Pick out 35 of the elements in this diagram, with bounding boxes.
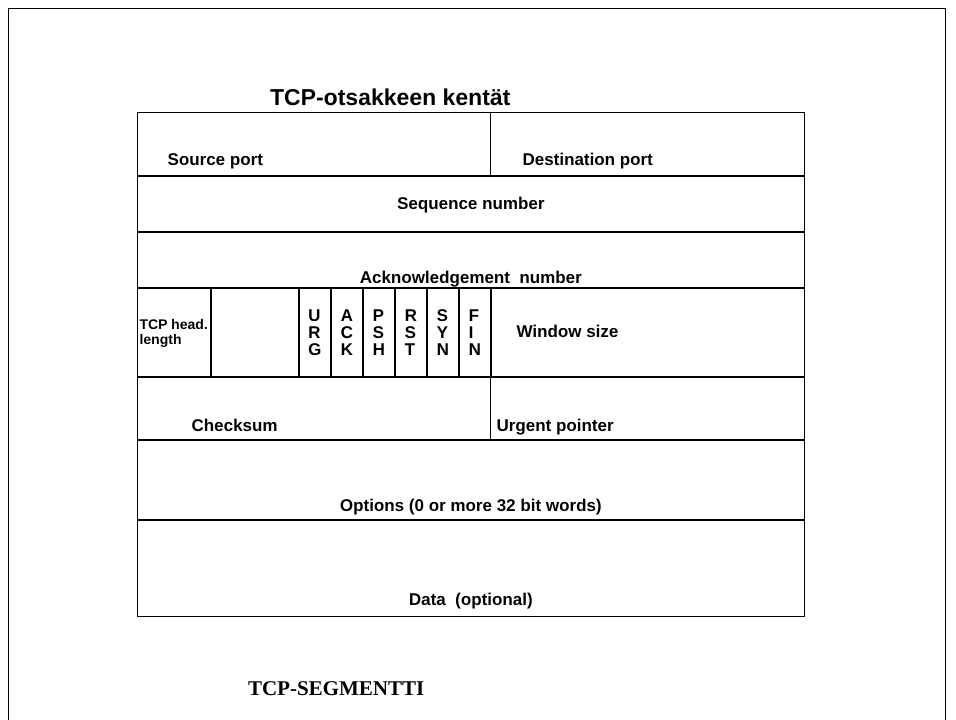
field-cell — [136, 376, 491, 441]
field-cell — [426, 286, 460, 378]
flag-label: PSH — [372, 306, 385, 358]
field-label: Checksum — [192, 416, 278, 436]
field-cell — [490, 112, 805, 177]
field-cell — [136, 174, 805, 233]
title: TCP-otsakkeen kentät — [270, 84, 510, 111]
field-cell — [330, 286, 364, 378]
field-cell — [362, 286, 396, 378]
field-label: Options (0 or more 32 bit words) — [340, 496, 602, 516]
field-cell — [490, 286, 805, 378]
field-label: Source port — [168, 150, 263, 170]
field-label: Window size — [516, 322, 618, 342]
field-label: Data (optional) — [408, 590, 533, 610]
field-label: TCP head. length — [140, 316, 209, 348]
field-label: Acknowledgement number — [360, 268, 582, 288]
flag-label: RST — [404, 306, 417, 358]
field-label: Urgent pointer — [496, 416, 614, 436]
field-label: Sequence number — [397, 194, 544, 214]
field-cell — [136, 112, 491, 177]
flag-label: URG — [308, 306, 322, 358]
field-cell — [136, 230, 805, 289]
flag-label: ACK — [340, 306, 353, 358]
field-cell — [458, 286, 492, 378]
field-cell — [136, 518, 805, 617]
caption: TCP-SEGMENTTI — [248, 676, 424, 701]
field-label: Destination port — [522, 150, 653, 170]
flag-label: FIN — [468, 306, 481, 358]
flag-label: SYN — [436, 306, 449, 358]
field-cell — [490, 376, 805, 441]
field-cell — [136, 286, 212, 378]
reserved-field-cell — [210, 286, 300, 378]
field-cell — [298, 286, 332, 378]
field-cell — [136, 438, 805, 521]
field-cell — [394, 286, 428, 378]
